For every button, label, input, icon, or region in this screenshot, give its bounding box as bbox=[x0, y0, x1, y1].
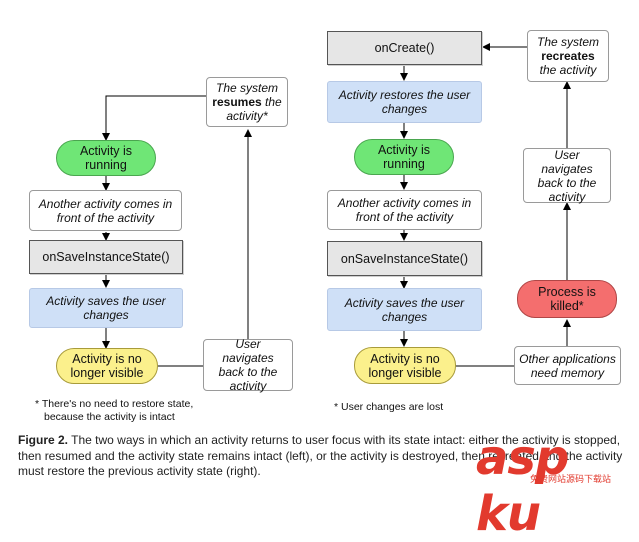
left-user-navigates-note: User navigates back to the activity bbox=[203, 337, 293, 393]
left-activity-running: Activity is running bbox=[56, 140, 156, 176]
connector-lines bbox=[102, 43, 571, 367]
figure-caption: Figure 2. The two ways in which an activ… bbox=[18, 433, 628, 480]
left-onsaveinstancestate: onSaveInstanceState() bbox=[29, 240, 183, 274]
watermark-subtitle: 免费网站源码下载站 bbox=[530, 475, 612, 485]
right-user-navigates-note: User navigates back to the activity bbox=[523, 148, 611, 204]
right-footnote: * User changes are lost bbox=[334, 401, 444, 413]
right-no-longer-visible: Activity is no longer visible bbox=[354, 347, 456, 384]
left-no-longer-visible: Activity is no longer visible bbox=[56, 348, 158, 384]
right-another-activity-note: Another activity comes in front of the a… bbox=[327, 190, 482, 230]
caption-text: The two ways in which an activity return… bbox=[18, 433, 623, 478]
right-process-killed: Process is killed* bbox=[517, 280, 617, 318]
right-oncreate: onCreate() bbox=[327, 31, 482, 65]
left-another-activity-note: Another activity comes in front of the a… bbox=[29, 190, 182, 231]
right-activity-restores: Activity restores the user changes bbox=[327, 81, 482, 123]
right-activity-saves: Activity saves the user changes bbox=[327, 288, 482, 331]
left-resume-line bbox=[102, 95, 208, 141]
watermark-logo: asp ku bbox=[476, 430, 569, 542]
right-activity-running: Activity is running bbox=[354, 139, 454, 175]
left-activity-saves: Activity saves the user changes bbox=[29, 288, 183, 328]
right-onsaveinstancestate: onSaveInstanceState() bbox=[327, 241, 482, 276]
left-footnote: * There's no need to restore state, beca… bbox=[35, 398, 194, 423]
caption-label: Figure 2. bbox=[18, 433, 69, 447]
right-other-apps-memory-note: Other applications need memory bbox=[514, 346, 621, 385]
